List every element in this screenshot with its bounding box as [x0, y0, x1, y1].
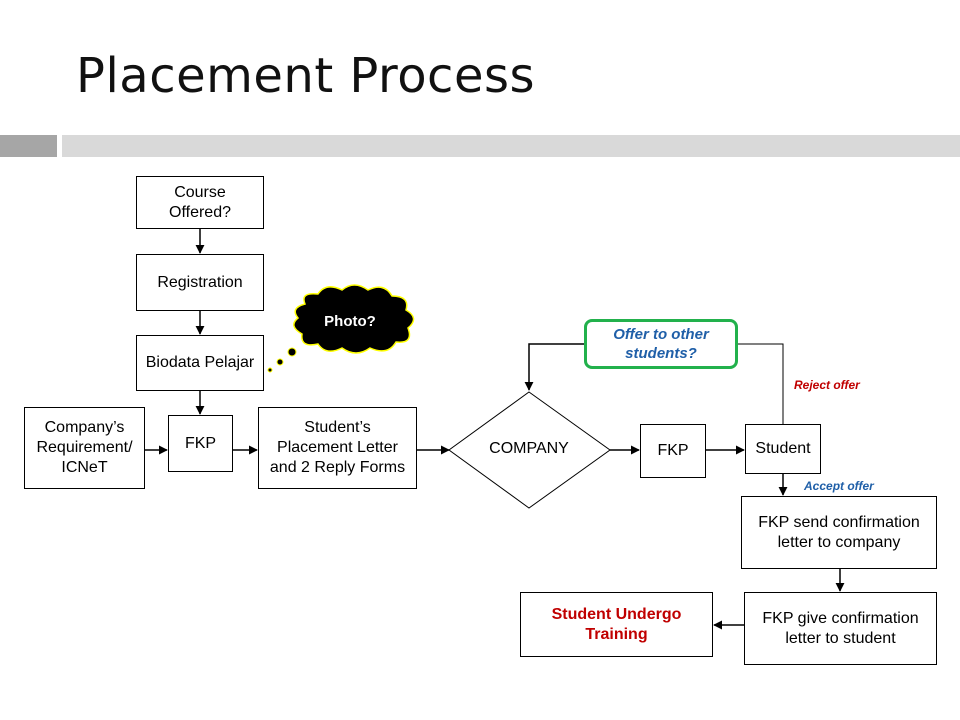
reject-offer-label: Reject offer: [794, 378, 860, 392]
node-placement-letter: Student’s Placement Letter and 2 Reply F…: [258, 407, 417, 489]
node-company: COMPANY: [489, 440, 569, 457]
node-course-offered: Course Offered?: [136, 176, 264, 229]
node-fkp-1: FKP: [168, 415, 233, 472]
title-underline-left: [0, 135, 57, 157]
node-registration: Registration: [136, 254, 264, 311]
photo-cloud: [267, 284, 415, 373]
node-fkp-give: FKP give confirmation letter to student: [744, 592, 937, 665]
reject-loop-line: [738, 343, 784, 424]
page-title: Placement Process: [76, 48, 535, 104]
node-student-training: Student Undergo Training: [520, 592, 713, 657]
photo-cloud-label: Photo?: [324, 312, 376, 330]
node-offer-other: Offer to other students?: [584, 319, 738, 369]
node-biodata: Biodata Pelajar: [136, 335, 264, 391]
offer-to-company-line: [524, 343, 584, 391]
company-diamond: [448, 391, 611, 509]
accept-offer-label: Accept offer: [804, 479, 874, 493]
node-fkp-send: FKP send confirmation letter to company: [741, 496, 937, 569]
title-underline-right: [62, 135, 960, 157]
node-fkp-2: FKP: [640, 424, 706, 478]
node-student: Student: [745, 424, 821, 474]
node-company-requirement: Company’s Requirement/ ICNeT: [24, 407, 145, 489]
